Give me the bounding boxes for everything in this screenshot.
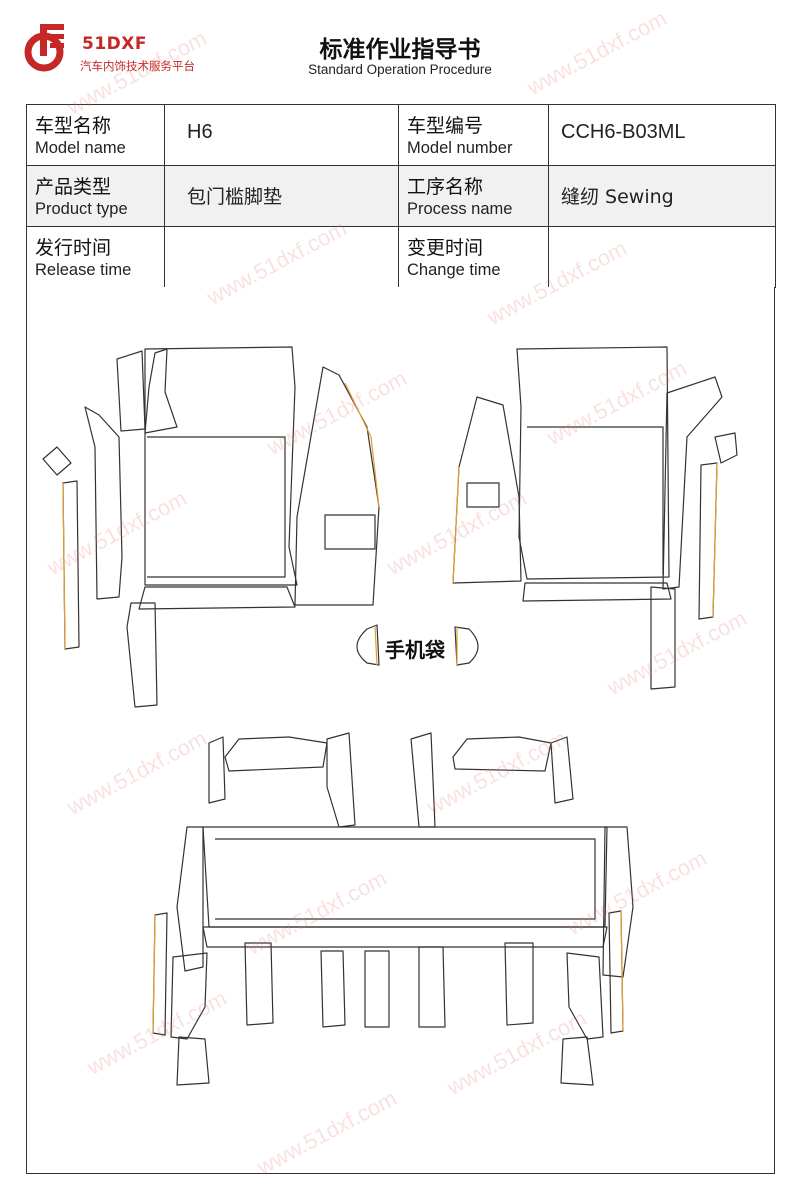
left-main-panel bbox=[144, 346, 298, 586]
lower-tunnel-4 bbox=[418, 946, 446, 1028]
left-long-strip bbox=[62, 480, 80, 650]
lower-main-inner bbox=[215, 838, 596, 920]
lower-main-mat bbox=[202, 826, 608, 928]
change-time-value bbox=[549, 227, 775, 243]
release-time-value-cell bbox=[164, 226, 399, 288]
lower-tunnel-5 bbox=[504, 942, 534, 1026]
pocket-right bbox=[454, 626, 479, 666]
model-number-label-en: Model number bbox=[407, 139, 513, 157]
model-number-value-cell: CCH6-B03ML bbox=[548, 104, 776, 166]
process-name-value-cell: 缝纫 Sewing bbox=[548, 165, 776, 227]
brand-tagline: 汽车内饰技术服务平台 bbox=[80, 59, 195, 73]
left-side-strip bbox=[84, 406, 123, 600]
change-time-value-cell bbox=[548, 226, 776, 288]
lower-right-flap bbox=[410, 732, 436, 828]
release-time-label-en: Release time bbox=[35, 261, 132, 279]
model-name-value-cell: H6 bbox=[164, 104, 399, 166]
lower-right-top bbox=[452, 736, 552, 772]
model-name-value: H6 bbox=[187, 121, 213, 143]
lower-left-foot bbox=[176, 1036, 210, 1086]
lower-mid-sill bbox=[202, 926, 608, 948]
model-number-label-cell: 车型编号 Model number bbox=[398, 104, 549, 166]
lower-right-edge-color bbox=[620, 910, 624, 1032]
info-row-product: 产品类型 Product type 包门槛脚垫 工序名称 Process nam… bbox=[26, 165, 776, 227]
left-pocket bbox=[324, 514, 376, 550]
pattern-drawing bbox=[42, 346, 738, 1086]
process-name-value: 缝纫 Sewing bbox=[561, 186, 674, 208]
process-name-label-cell: 工序名称 Process name bbox=[398, 165, 549, 227]
right-small-patch bbox=[714, 432, 738, 464]
product-type-label-zh: 产品类型 bbox=[35, 176, 112, 198]
left-main-inner bbox=[147, 436, 286, 578]
lower-left-tab bbox=[208, 736, 226, 804]
left-strip-top bbox=[116, 350, 146, 432]
lower-right-hub bbox=[566, 952, 604, 1040]
info-table: 车型名称 Model name H6 车型编号 Model number CCH… bbox=[26, 104, 776, 288]
lower-right-side bbox=[602, 826, 634, 978]
right-main-inner bbox=[527, 426, 664, 575]
left-diamond-patch bbox=[42, 446, 72, 476]
right-main-panel bbox=[516, 346, 670, 580]
right-bottom-foot bbox=[650, 586, 676, 690]
right-bottom-sill bbox=[522, 582, 672, 602]
model-number-label-zh: 车型编号 bbox=[407, 115, 484, 137]
info-row-model: 车型名称 Model name H6 车型编号 Model number CCH… bbox=[26, 104, 776, 166]
document-subtitle: Standard Operation Procedure bbox=[308, 62, 492, 77]
brand-logo: 51DXF 汽车内饰技术服务平台 bbox=[22, 18, 222, 78]
release-time-label-zh: 发行时间 bbox=[35, 237, 112, 259]
lower-tunnel-1 bbox=[244, 942, 274, 1026]
process-name-label-en: Process name bbox=[407, 200, 513, 218]
logo-icon bbox=[24, 24, 64, 72]
right-long-strip bbox=[698, 462, 718, 620]
product-type-value-cell: 包门槛脚垫 bbox=[164, 165, 399, 227]
left-bottom-sill bbox=[138, 586, 296, 610]
model-name-label-zh: 车型名称 bbox=[35, 115, 112, 137]
lower-left-flap bbox=[326, 732, 356, 828]
document-title: 标准作业指导书 bbox=[319, 37, 481, 63]
left-bottom-foot bbox=[126, 602, 158, 708]
brand-name: 51DXF bbox=[82, 34, 147, 54]
product-type-value: 包门槛脚垫 bbox=[187, 186, 283, 208]
change-time-label-zh: 变更时间 bbox=[407, 237, 484, 259]
product-type-label-en: Product type bbox=[35, 200, 128, 218]
change-time-label-cell: 变更时间 Change time bbox=[398, 226, 549, 288]
lower-left-side bbox=[176, 826, 204, 972]
pocket-left-edge bbox=[374, 626, 378, 666]
process-name-label-zh: 工序名称 bbox=[407, 176, 484, 198]
model-name-label-cell: 车型名称 Model name bbox=[26, 104, 165, 166]
pattern-drawing-panel: 手机袋 bbox=[26, 287, 775, 1174]
right-long-strip-edge bbox=[712, 462, 718, 618]
right-pocket bbox=[466, 482, 500, 508]
lower-left-top bbox=[224, 736, 328, 772]
info-row-time: 发行时间 Release time 变更时间 Change time bbox=[26, 226, 776, 288]
model-number-value: CCH6-B03ML bbox=[561, 121, 686, 143]
phone-pocket-label: 手机袋 bbox=[385, 638, 445, 662]
right-side-strip bbox=[662, 376, 723, 590]
model-name-label-en: Model name bbox=[35, 139, 126, 157]
change-time-label-en: Change time bbox=[407, 261, 501, 279]
release-time-value bbox=[165, 227, 398, 243]
lower-left-edge-color bbox=[152, 914, 156, 1034]
lower-tunnel-2 bbox=[320, 950, 346, 1028]
lower-right-foot bbox=[560, 1036, 594, 1086]
lower-left-hub bbox=[170, 952, 208, 1040]
left-strip-curved bbox=[144, 348, 178, 434]
lower-right-tab bbox=[550, 736, 574, 804]
left-long-strip-edge bbox=[62, 482, 66, 650]
product-type-label-cell: 产品类型 Product type bbox=[26, 165, 165, 227]
left-curved-piece bbox=[294, 366, 380, 606]
left-curved-edge bbox=[344, 382, 380, 508]
right-curved-edge bbox=[452, 466, 460, 584]
release-time-label-cell: 发行时间 Release time bbox=[26, 226, 165, 288]
lower-tunnel-3 bbox=[364, 950, 390, 1028]
right-curved-piece bbox=[452, 396, 522, 584]
